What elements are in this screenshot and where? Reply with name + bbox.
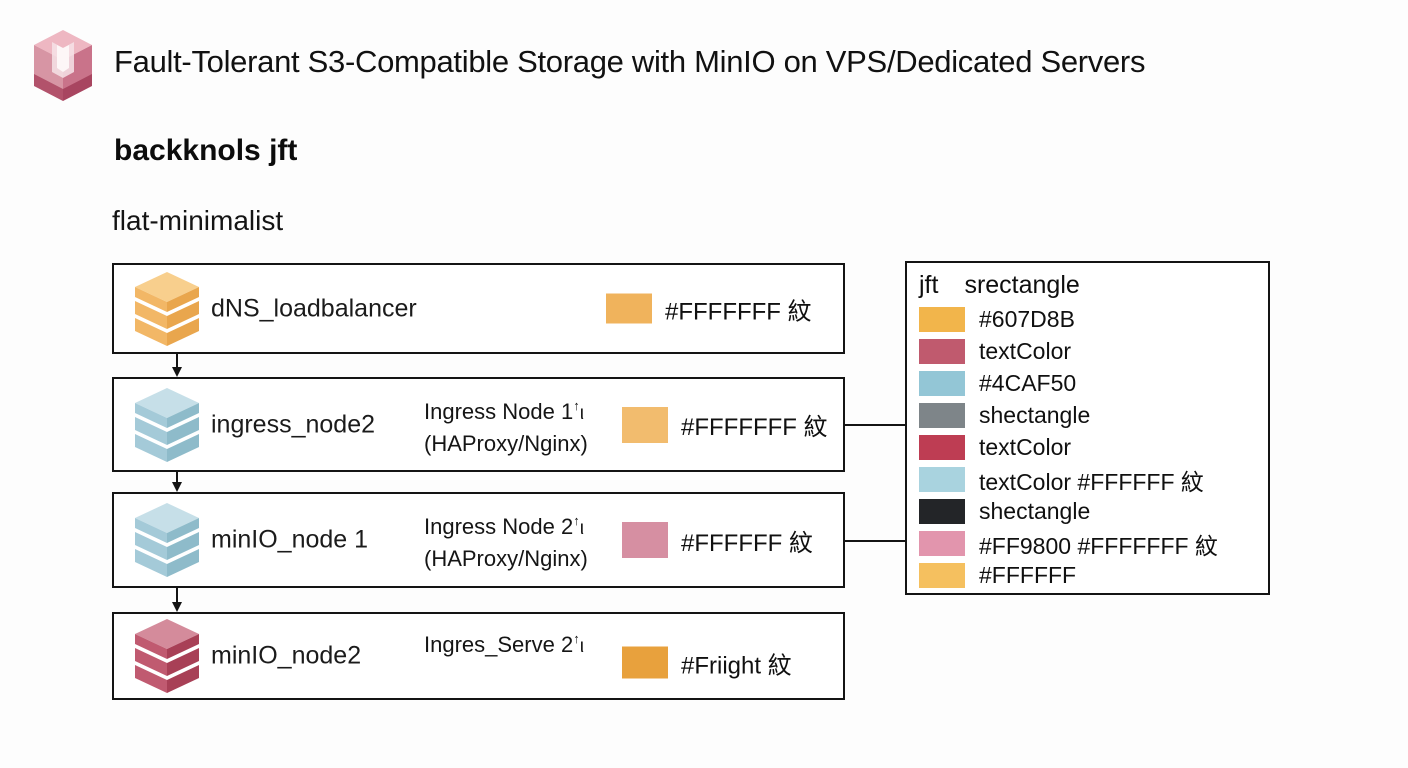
color-swatch (622, 406, 668, 443)
legend-row: #FF9800 #FFFFFFF 紋 (919, 531, 1268, 559)
legend-row: textColor #FFFFFF 紋 (919, 467, 1268, 495)
description-line1: Ingress Node 2↑ι (424, 513, 584, 539)
stacked-layers-icon (135, 387, 199, 462)
legend-header-left: jft (919, 271, 939, 299)
minio-cube-logo-icon (34, 30, 92, 101)
page-title: Fault-Tolerant S3-Compatible Storage wit… (114, 44, 1146, 79)
description-line1: Ingress Node 1↑ι (424, 397, 584, 424)
legend-row: shectangle (919, 402, 1268, 428)
description-line1: Ingres_Serve 2↑ι (424, 631, 584, 657)
hex-label: #Friight 紋 (681, 652, 792, 680)
description-line2: (HAProxy/Nginx) (424, 430, 588, 456)
superscript-mark: ↑ (573, 397, 580, 413)
legend-swatch (919, 435, 965, 460)
legend-row: #607D8B (919, 306, 1268, 332)
legend-header: jft srectangle (919, 271, 1268, 300)
legend-label: textColor (979, 338, 1072, 364)
legend-label: #FF9800 #FFFFFFF 紋 (979, 532, 1218, 559)
node-label: minIO_node2 (211, 641, 362, 670)
color-swatch (606, 293, 652, 324)
legend-swatch (919, 307, 965, 332)
arrowhead-down-icon (172, 602, 182, 612)
legend-row: shectangle (919, 498, 1268, 524)
legend-label: textColor (979, 434, 1072, 460)
color-sample: #Friight 紋 (622, 645, 792, 680)
legend-swatch (919, 531, 965, 556)
legend-swatch (919, 499, 965, 524)
hex-label: #FFFFFFF 紋 (681, 414, 828, 441)
arrowhead-down-icon (172, 482, 182, 492)
legend-row: #FFFFFF (919, 562, 1268, 588)
legend-header-right: srectangle (964, 271, 1080, 299)
legend-swatch (919, 371, 965, 396)
legend-label: textColor #FFFFFF 紋 (979, 468, 1204, 495)
hex-label: #FFFFFF 紋 (681, 529, 813, 557)
legend-swatch (919, 403, 965, 428)
arrowhead-down-icon (172, 367, 182, 377)
legend-swatch (919, 339, 965, 364)
legend-label: #FFFFFF (979, 562, 1077, 588)
node-ingress-node2: ingress_node2 Ingress Node 1↑ι (HAProxy/… (112, 377, 845, 472)
legend-label: #607D8B (979, 306, 1075, 332)
node-label: ingress_node2 (211, 410, 376, 438)
node-description: Ingres_Serve 2↑ι (424, 624, 584, 662)
node-description: Ingress Node 2↑ι (HAProxy/Nginx) (424, 506, 588, 574)
legend-row: textColor (919, 434, 1268, 460)
superscript-mark: ↑ (573, 631, 580, 646)
color-swatch (622, 522, 668, 558)
legend-label: shectangle (979, 498, 1091, 524)
legend-swatch (919, 563, 965, 588)
description-line2: (HAProxy/Nginx) (424, 546, 588, 571)
legend-row: #4CAF50 (919, 370, 1268, 396)
legend-panel: jft srectangle #607D8B textColor #4CAF50… (905, 261, 1270, 595)
color-swatch (622, 646, 668, 679)
node-dns-loadbalancer: dNS_loadbalancer #FFFFFFF 紋 (112, 263, 845, 354)
color-sample: #FFFFFF 紋 (622, 522, 813, 558)
stacked-layers-icon (135, 619, 199, 693)
legend-label: shectangle (979, 402, 1091, 428)
hex-label: #FFFFFFF 紋 (665, 298, 812, 325)
style-label: flat-minimalist (112, 205, 284, 236)
legend-rows: #607D8B textColor #4CAF50 shectangle tex… (919, 306, 1268, 588)
node-label: dNS_loadbalancer (211, 294, 417, 322)
node-minio-node1: minIO_node 1 Ingress Node 2↑ι (HAProxy/N… (112, 492, 845, 588)
stacked-layers-icon (135, 271, 199, 346)
stacked-layers-icon (135, 503, 199, 577)
legend-row: textColor (919, 338, 1268, 364)
node-minio-node2: minIO_node2 Ingres_Serve 2↑ι #Friight 紋 (112, 612, 845, 700)
legend-label: #4CAF50 (979, 370, 1077, 396)
subtitle: backknols jft (114, 134, 298, 167)
color-sample: #FFFFFFF 紋 (606, 291, 812, 326)
legend-swatch (919, 467, 965, 492)
superscript-mark: ↑ (573, 513, 580, 528)
color-sample: #FFFFFFF 紋 (622, 406, 828, 443)
node-label: minIO_node 1 (211, 525, 369, 554)
node-description: Ingress Node 1↑ι (HAProxy/Nginx) (424, 391, 588, 459)
